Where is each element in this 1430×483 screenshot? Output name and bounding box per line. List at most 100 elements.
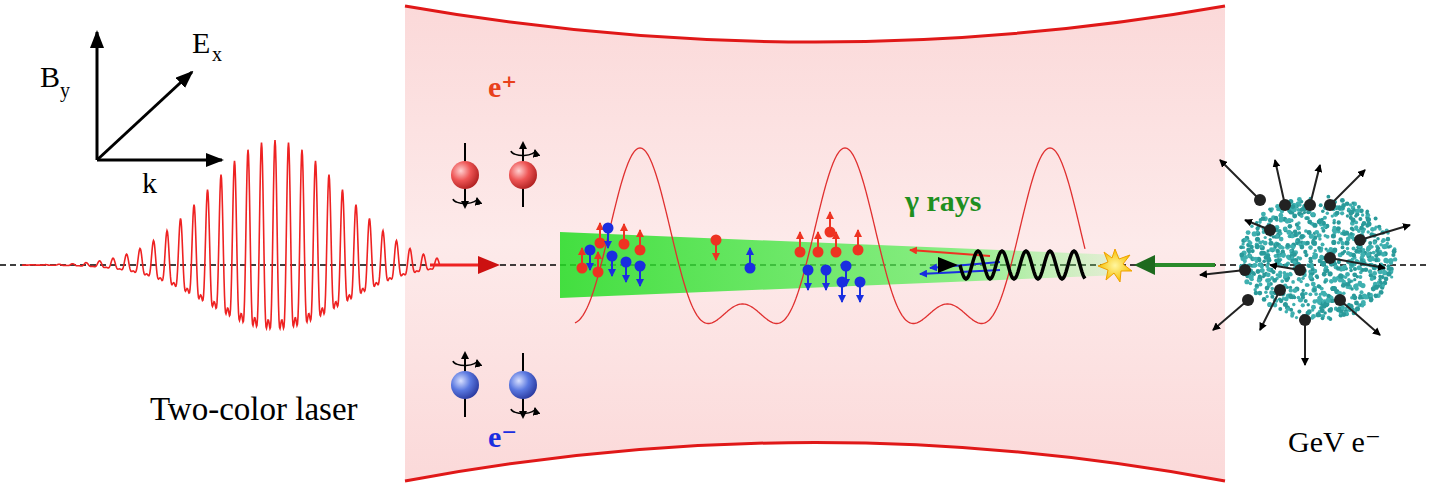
cloud-dot [1262,251,1267,256]
cloud-dot [1267,282,1271,286]
cloud-dot [1322,272,1327,277]
spin-particle [451,371,479,399]
cloud-dot [1289,272,1293,276]
cloud-dot [1285,243,1290,248]
cloud-dot [1358,294,1362,298]
cloud-dot [1384,277,1389,282]
cloud-dot [1311,282,1316,287]
rotation-arrow [453,198,477,204]
cloud-dot [1383,258,1388,263]
cloud-dot [1321,262,1326,267]
cloud-dot [1389,258,1394,263]
cloud-dot [1331,240,1336,245]
particle [585,245,596,256]
cloud-dot [1264,236,1267,239]
cloud-dot [1326,195,1330,199]
cloud-dot [1247,250,1251,254]
cloud-dot [1314,292,1318,296]
label: E [192,28,210,58]
electron-velocity [1340,300,1380,335]
label: GeV e⁻ [1288,427,1381,457]
cloud-dot [1299,298,1303,302]
cloud-dot [1311,240,1316,245]
cloud-dot [1346,247,1350,251]
cloud-dot [1382,244,1387,249]
cloud-dot [1314,249,1317,252]
cloud-dot [1279,213,1284,218]
electron [1239,264,1251,276]
cloud-dot [1304,299,1308,303]
cloud-dot [1305,283,1309,287]
cloud-dot [1321,291,1326,296]
cloud-dot [1345,202,1350,207]
cloud-dot [1268,207,1271,210]
cloud-dot [1378,227,1382,231]
cloud-dot [1256,269,1261,274]
electron [1279,199,1291,211]
cloud-dot [1278,297,1282,301]
cloud-dot [1354,301,1359,306]
cloud-dot [1316,312,1321,317]
cloud-dot [1298,240,1301,243]
label: x [212,44,222,64]
cloud-dot [1392,249,1397,254]
cloud-dot [1297,221,1300,224]
particle [813,247,824,258]
cloud-dot [1321,209,1325,213]
particle [821,265,832,276]
cloud-dot [1304,292,1308,296]
particle [635,245,646,256]
cloud-dot [1355,306,1360,311]
cloud-dot [1330,287,1334,291]
cloud-dot [1246,230,1251,235]
cloud-dot [1248,275,1253,280]
cloud-dot [1376,237,1380,241]
cloud-dot [1318,285,1322,289]
electron-velocity [1200,270,1245,275]
cloud-dot [1386,242,1389,245]
cloud-dot [1374,294,1378,298]
cloud-dot [1361,300,1366,305]
cloud-dot [1290,219,1294,223]
cloud-dot [1278,254,1281,257]
cloud-dot [1361,213,1364,216]
cloud-dot [1258,220,1262,224]
cloud-dot [1251,271,1255,275]
cloud-dot [1361,230,1365,234]
cloud-dot [1388,258,1393,263]
cloud-dot [1318,237,1322,241]
cloud-dot [1261,216,1266,221]
cloud-dot [1271,287,1274,290]
field-profile [575,148,1085,324]
cloud-dot [1272,278,1277,283]
cloud-dot [1250,225,1254,229]
cloud-dot [1338,278,1342,282]
cloud-dot [1315,274,1319,278]
cloud-dot [1239,245,1243,249]
particle [593,267,604,278]
cloud-dot [1286,230,1291,235]
cloud-dot [1258,291,1263,296]
electron [1324,199,1336,211]
cloud-dot [1250,249,1254,253]
electron-velocity [1310,165,1320,205]
cloud-dot [1290,314,1294,318]
cloud-dot [1370,297,1374,301]
particle [853,245,864,256]
cloud-dot [1386,237,1390,241]
cloud-dot [1328,308,1333,313]
cloud-dot [1351,201,1354,204]
cloud-dot [1307,264,1311,268]
cloud-dot [1266,272,1271,277]
electron [1334,294,1346,306]
particle [803,265,814,276]
cloud-dot [1283,302,1288,307]
spin-head [519,141,527,149]
cloud-dot [1301,277,1305,281]
particle [825,227,836,238]
spin-head [461,351,469,359]
cloud-dot [1350,232,1353,235]
cloud-dot [1317,219,1322,224]
label: e⁻ [488,422,517,452]
cloud-dot [1367,222,1371,226]
